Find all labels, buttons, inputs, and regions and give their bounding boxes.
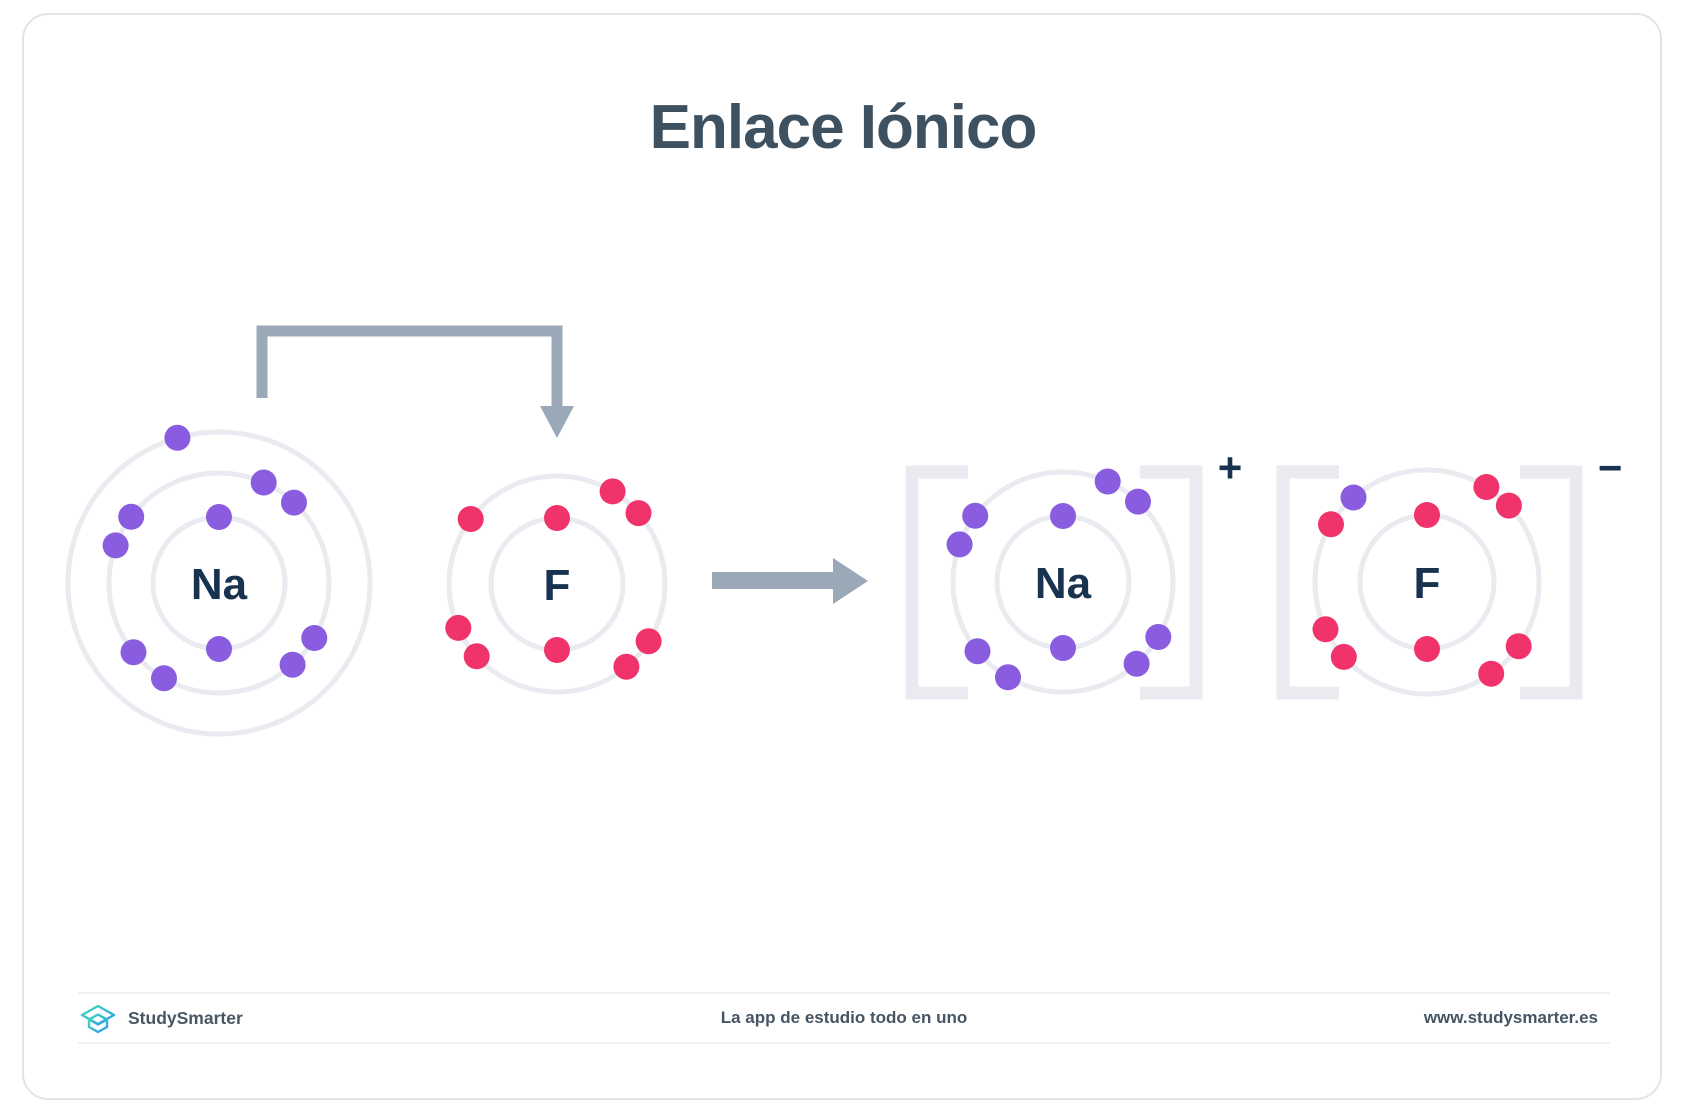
electron-dot [1414, 636, 1440, 662]
electron-dot [962, 502, 989, 529]
electron-dot [1340, 484, 1367, 511]
electron-dot [1145, 624, 1172, 650]
electron-dot [1505, 633, 1532, 660]
electron-dot [946, 531, 973, 558]
electron-transfer-arrow [256, 325, 574, 438]
electron-dot [1478, 660, 1505, 687]
electron-dot [206, 636, 232, 662]
element-symbol: Na [1035, 559, 1092, 608]
electron-dot [102, 532, 129, 559]
footer: StudySmarter La app de estudio todo en u… [78, 992, 1610, 1044]
electron-shell [106, 470, 332, 696]
electron-dot [1125, 488, 1151, 515]
electron-dot [164, 424, 191, 451]
electron-dot [206, 504, 232, 530]
box-logo-icon [80, 1004, 116, 1034]
electron-dot [635, 628, 662, 655]
electron-dot [118, 503, 145, 530]
charge-sign: + [1218, 444, 1243, 491]
electron-dot [1330, 643, 1357, 670]
fluoride-ion: F− [1276, 444, 1623, 700]
electron-dot [457, 506, 484, 532]
electron-dot [120, 639, 147, 666]
ion-bracket-left [1276, 465, 1339, 700]
electron-shell [950, 469, 1176, 695]
reaction-arrow-shape [712, 558, 868, 604]
electron-dot [279, 651, 306, 678]
electron-dot [964, 638, 991, 665]
ion-bracket-right [1520, 465, 1583, 700]
electron-dot [151, 665, 177, 692]
electron-dot [544, 637, 570, 663]
page-card [22, 13, 1662, 1100]
electron-dot [1414, 502, 1440, 528]
electron-dot [544, 505, 570, 531]
electron-dot [1495, 492, 1522, 519]
electron-dot [995, 664, 1021, 691]
electron-dot [281, 489, 307, 516]
footer-website: www.studysmarter.es [1423, 1008, 1598, 1027]
electron-shell [65, 429, 373, 737]
studysmarter-logo: StudySmarter [78, 997, 243, 1039]
electron-transfer-arrow-line [256, 325, 563, 407]
electron-shell [446, 473, 668, 695]
element-symbol: F [544, 561, 571, 610]
electron-dot [301, 625, 328, 651]
element-symbol: F [1414, 559, 1441, 608]
electron-dot [1318, 511, 1344, 538]
electron-dot [463, 643, 490, 670]
electron-dot [445, 614, 472, 641]
electron-dot [613, 653, 640, 680]
electron-dot [1050, 635, 1076, 661]
ion-bracket-right [1140, 465, 1203, 700]
electron-dot [625, 500, 652, 527]
electron-dot [1094, 468, 1121, 495]
reaction-arrow [712, 558, 868, 604]
ion-bracket-left [905, 465, 968, 700]
electron-dot [1312, 616, 1339, 643]
sodium-atom: Na [65, 424, 373, 737]
electron-shell [1312, 467, 1542, 697]
fluorine-atom: F [445, 473, 668, 695]
footer-tagline: La app de estudio todo en uno [720, 1008, 968, 1027]
sodium-ion: Na + [905, 444, 1243, 700]
electron-dot [1050, 503, 1076, 529]
electron-transfer-arrowhead [540, 406, 574, 438]
brand-text: StudySmarter [128, 1007, 243, 1028]
electron-dot [250, 469, 277, 496]
element-symbol: Na [191, 560, 248, 609]
page-title: Enlace Iónico [649, 93, 1038, 162]
electron-dot [1473, 474, 1500, 500]
charge-sign: − [1598, 444, 1623, 491]
electron-dot [1123, 650, 1150, 677]
electron-dot [599, 478, 626, 505]
